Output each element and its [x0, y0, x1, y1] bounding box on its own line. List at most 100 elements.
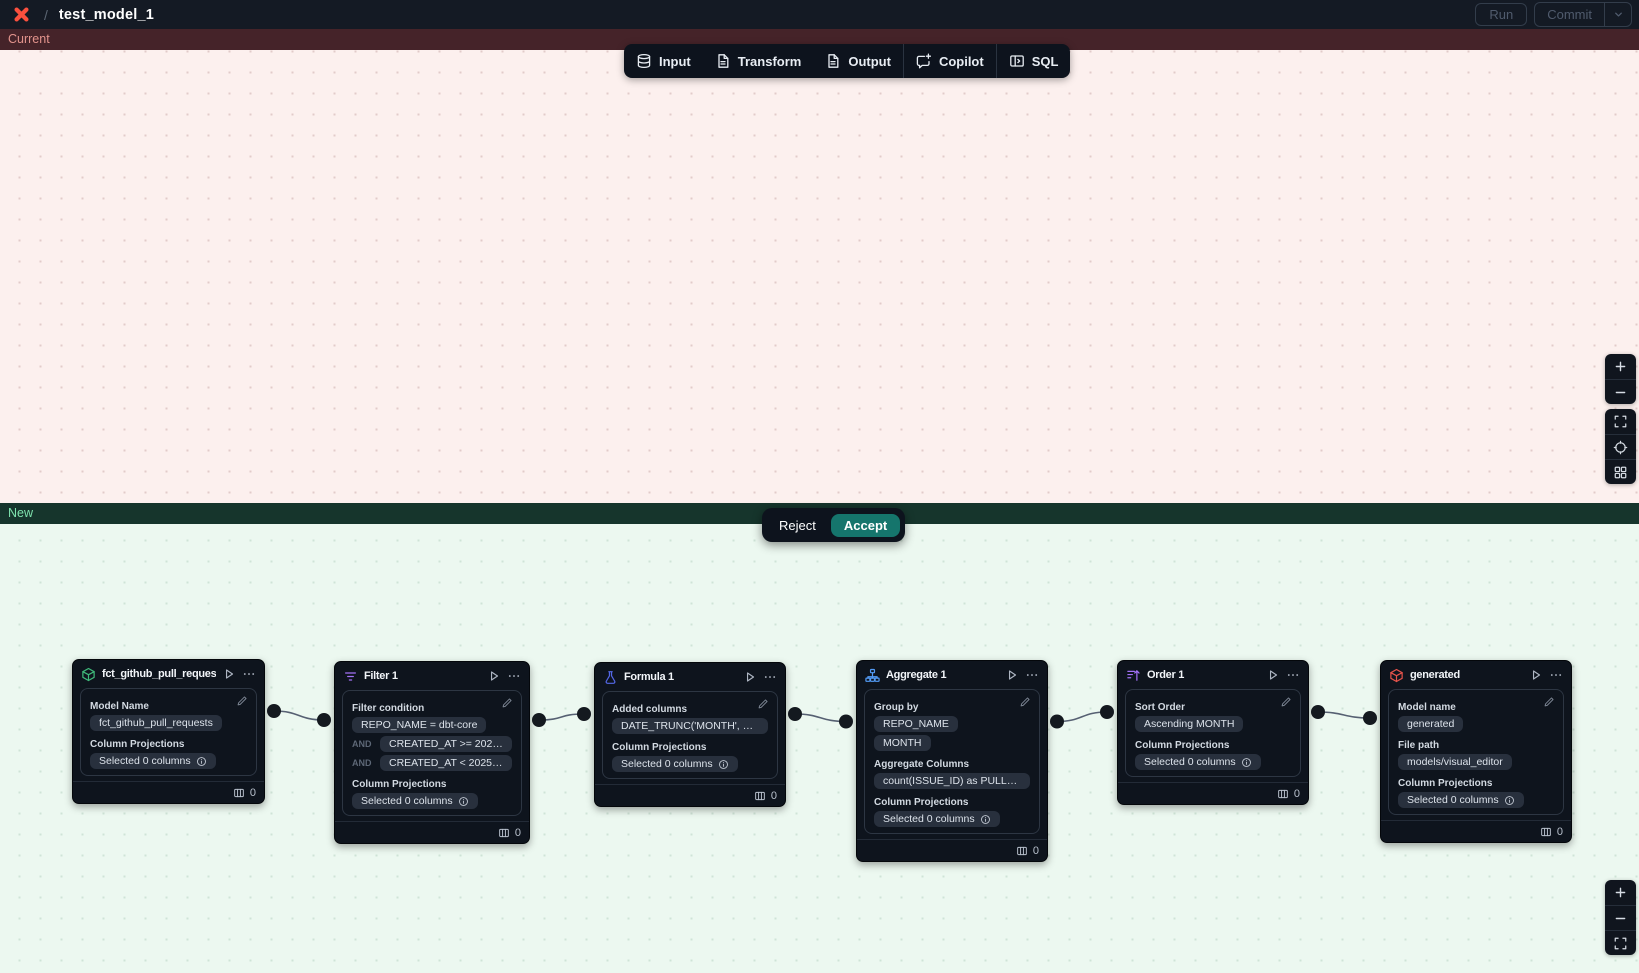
- toolbar-item-sql[interactable]: SQL: [997, 44, 1071, 78]
- field-value-pill[interactable]: Ascending MONTH: [1135, 716, 1244, 732]
- run-node-button[interactable]: [743, 670, 757, 684]
- zoom-in-button[interactable]: [1605, 880, 1636, 905]
- new-canvas[interactable]: [0, 524, 1639, 973]
- run-button[interactable]: Run: [1475, 3, 1528, 26]
- node-title: generated: [1410, 669, 1460, 681]
- commit-button[interactable]: Commit: [1547, 7, 1592, 22]
- edge-port[interactable]: [577, 707, 591, 721]
- field-row: generated: [1398, 716, 1554, 732]
- minimap-button[interactable]: [1605, 459, 1636, 484]
- zoom-out-button[interactable]: [1605, 905, 1636, 930]
- edge-port[interactable]: [788, 707, 802, 721]
- field-value-pill[interactable]: Selected 0 columns: [1135, 754, 1261, 770]
- locate-button[interactable]: [1605, 434, 1636, 459]
- edit-node-button[interactable]: [1280, 696, 1292, 711]
- zoom-out-button[interactable]: [1605, 379, 1636, 404]
- edge-port[interactable]: [532, 713, 546, 727]
- edit-node-button[interactable]: [1019, 696, 1031, 711]
- accept-button[interactable]: Accept: [830, 513, 901, 537]
- run-node-button[interactable]: [222, 667, 236, 681]
- diff-actions: Reject Accept: [762, 508, 906, 542]
- play-icon: [225, 669, 234, 679]
- field-value-pill[interactable]: REPO_NAME = dbt-core: [352, 717, 487, 733]
- edit-node-button[interactable]: [236, 695, 248, 710]
- toolbar-item-copilot[interactable]: Copilot: [904, 44, 996, 78]
- run-node-button[interactable]: [1529, 668, 1543, 682]
- field-value-pill[interactable]: fct_github_pull_requests: [90, 715, 222, 731]
- zoom-controls-bottom: [1605, 880, 1636, 955]
- columns-icon: [234, 788, 244, 797]
- top-bar-actions: Run Commit: [1475, 2, 1632, 27]
- more-menu-icon: [1550, 674, 1562, 676]
- field-value-pill[interactable]: generated: [1398, 716, 1464, 732]
- toolbar-item-transform[interactable]: Transform: [703, 44, 814, 78]
- field-value: REPO_NAME: [883, 718, 949, 730]
- field-value: MONTH: [883, 737, 922, 749]
- field-row: fct_github_pull_requests: [90, 715, 247, 731]
- reject-button[interactable]: Reject: [767, 514, 828, 537]
- database-icon: [637, 53, 651, 69]
- run-node-button[interactable]: [1266, 668, 1280, 682]
- edge-port[interactable]: [1311, 705, 1325, 719]
- node-menu-button[interactable]: [507, 669, 521, 683]
- fit-view-icon: [1614, 937, 1627, 949]
- node-title: Filter 1: [364, 670, 398, 682]
- node-menu-button[interactable]: [242, 667, 256, 681]
- field-value-pill[interactable]: MONTH: [874, 735, 931, 751]
- sort-icon: [1127, 669, 1140, 681]
- field-value-pill[interactable]: DATE_TRUNC('MONTH', CREATED_AT…: [612, 718, 768, 734]
- field-value-pill[interactable]: Selected 0 columns: [90, 753, 216, 769]
- edge-port[interactable]: [317, 713, 331, 727]
- field-value-pill[interactable]: Selected 0 columns: [612, 756, 738, 772]
- row-count: 0: [1556, 825, 1563, 838]
- edge-port[interactable]: [267, 704, 281, 718]
- run-node-button[interactable]: [487, 669, 501, 683]
- zoom-out-icon: [1615, 917, 1626, 919]
- current-band-label: Current: [8, 32, 50, 46]
- field-value-pill[interactable]: models/visual_editor: [1398, 754, 1512, 770]
- node-header: Aggregate 1: [857, 661, 1047, 689]
- current-canvas[interactable]: [0, 50, 1639, 503]
- node-menu-button[interactable]: [763, 670, 777, 684]
- play-icon: [490, 671, 499, 681]
- new-band-label: New: [8, 506, 34, 520]
- play-icon: [1269, 670, 1278, 680]
- zoom-in-button[interactable]: [1605, 354, 1636, 379]
- edit-node-button[interactable]: [757, 698, 769, 713]
- toolbar-item-output[interactable]: Output: [813, 44, 903, 78]
- fit-view-button[interactable]: [1605, 930, 1636, 955]
- field-value-pill[interactable]: CREATED_AT < 2025-03-01: [380, 755, 512, 771]
- toolbar-item-input[interactable]: Input: [624, 44, 703, 78]
- edge-port[interactable]: [839, 714, 853, 729]
- edge-port[interactable]: [1363, 711, 1377, 725]
- edit-node-button[interactable]: [501, 697, 513, 712]
- edge-port[interactable]: [1050, 714, 1064, 729]
- run-node-button[interactable]: [1005, 668, 1019, 682]
- field-row: Selected 0 columns: [1135, 754, 1291, 770]
- field-value-pill[interactable]: Selected 0 columns: [1398, 792, 1524, 808]
- zoom-in-icon: [1615, 887, 1626, 898]
- current-band: Current: [0, 29, 1639, 50]
- node-menu-button[interactable]: [1025, 668, 1039, 682]
- field-value-pill[interactable]: count(ISSUE_ID) as PULL_REQUEST_…: [874, 773, 1030, 789]
- edge-port[interactable]: [1100, 705, 1114, 719]
- field-value-pill[interactable]: CREATED_AT >= 2024-12-01: [380, 736, 512, 752]
- fit-view-button[interactable]: [1605, 409, 1636, 434]
- node-menu-button[interactable]: [1549, 668, 1563, 682]
- field-value-pill[interactable]: Selected 0 columns: [352, 793, 478, 809]
- edit-node-button[interactable]: [1543, 696, 1555, 711]
- commit-dropdown-button[interactable]: [1605, 3, 1631, 26]
- node-title: fct_github_pull_requests: [102, 668, 216, 680]
- app-logo[interactable]: [13, 6, 30, 23]
- field-value-pill[interactable]: Selected 0 columns: [874, 811, 1000, 827]
- field-value-pill[interactable]: REPO_NAME: [874, 716, 958, 732]
- node-menu-button[interactable]: [1286, 668, 1300, 682]
- info-icon: [458, 796, 468, 806]
